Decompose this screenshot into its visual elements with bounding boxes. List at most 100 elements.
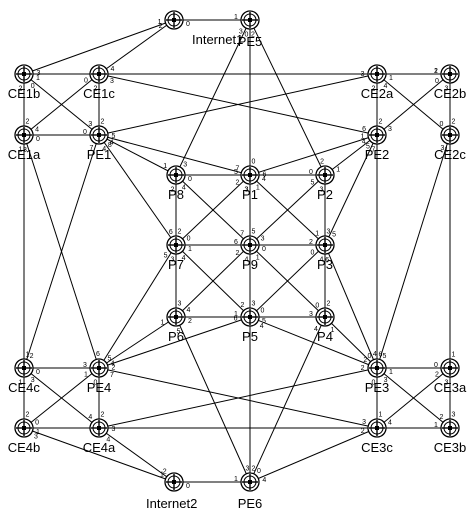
link-pe1-p1 (98, 134, 251, 176)
node-p9[interactable]: P9 (240, 235, 260, 272)
port-label: 0 (83, 129, 87, 136)
node-label: PE2 (365, 147, 390, 162)
port-label: 0 (245, 32, 249, 39)
port-label: 3 (320, 187, 324, 194)
node-p7[interactable]: P7 (166, 235, 186, 272)
node-label: CE4b (8, 440, 41, 455)
node-pe5[interactable]: PE5 (238, 10, 263, 49)
node-pe6[interactable]: PE6 (238, 472, 263, 511)
port-label: 0 (36, 369, 40, 376)
port-label: 0 (187, 235, 191, 242)
port-label: 3 (246, 465, 250, 472)
node-ce2a[interactable]: CE2a (361, 64, 394, 101)
port-label: 3 (362, 419, 366, 426)
node-ce3c[interactable]: CE3c (361, 418, 393, 455)
node-p2[interactable]: P2 (315, 165, 335, 202)
node-ce1c[interactable]: CE1c (83, 64, 115, 101)
link-p4-pe6 (249, 316, 326, 483)
node-p4[interactable]: P4 (315, 307, 335, 344)
port-label: 3 (441, 145, 445, 152)
port-label: 5 (383, 353, 387, 360)
link-p7-pe4 (98, 244, 177, 369)
node-p5[interactable]: P5 (240, 307, 260, 344)
node-internet1[interactable]: Internet1 (164, 10, 243, 47)
port-label: 3 (178, 301, 182, 308)
router-icon (440, 418, 460, 438)
link-pe3-ce4a (98, 367, 378, 429)
port-label: 4 (320, 257, 324, 264)
node-pe2[interactable]: PE2 (365, 125, 390, 162)
port-label: 5 (164, 253, 168, 260)
node-internet2[interactable]: Internet2 (146, 472, 197, 511)
port-label: 4 (373, 351, 377, 358)
port-label: 2 (434, 68, 438, 75)
port-label: 2 (26, 119, 30, 126)
node-ce3b[interactable]: CE3b (434, 418, 467, 455)
port-label: 0 (368, 353, 372, 360)
port-label: 5 (310, 180, 314, 187)
port-label: 0 (186, 483, 190, 490)
node-p8[interactable]: P8 (166, 165, 186, 202)
port-label: 7 (89, 145, 93, 152)
port-label: 1 (158, 19, 162, 26)
port-label: 5 (332, 231, 336, 238)
port-label: 4 (245, 257, 249, 264)
port-label: 3 (23, 147, 27, 154)
link-pe2-p2 (324, 134, 378, 176)
port-label: 1 (234, 476, 238, 483)
port-label: 0 (186, 21, 190, 28)
port-label: 1 (188, 246, 192, 253)
node-label: PE3 (365, 380, 390, 395)
node-label: CE1c (83, 86, 115, 101)
port-label: 3 (245, 187, 249, 194)
node-label: CE4a (83, 440, 116, 455)
port-label: 2 (94, 86, 98, 93)
node-pe3[interactable]: PE3 (365, 358, 390, 395)
port-label: 3 (452, 412, 456, 419)
port-label: 4 (384, 83, 388, 90)
port-label: 1 (160, 472, 164, 479)
node-ce3a[interactable]: CE3a (434, 358, 467, 395)
node-pe1[interactable]: PE1 (87, 125, 112, 162)
port-label: 2 (188, 318, 192, 325)
router-icon (315, 307, 335, 327)
link-pe1-p8 (98, 134, 177, 176)
port-label: 2 (361, 428, 365, 435)
node-ce4a[interactable]: CE4a (83, 418, 116, 455)
port-label: 3 (111, 426, 115, 433)
node-ce2c[interactable]: CE2c (434, 125, 466, 162)
port-label: 2 (452, 119, 456, 126)
port-label: 2 (372, 86, 376, 93)
port-label: 0 (315, 302, 319, 309)
node-p6[interactable]: P6 (166, 307, 186, 344)
node-label: PE6 (238, 496, 263, 511)
port-label: 2 (163, 469, 167, 476)
link-pe1-p7 (98, 134, 177, 246)
node-ce2b[interactable]: CE2b (434, 64, 467, 101)
port-label: 2 (309, 239, 313, 246)
router-icon (367, 418, 387, 438)
node-p3[interactable]: P3 (315, 235, 335, 272)
node-ce4b[interactable]: CE4b (8, 418, 41, 455)
node-ce1b[interactable]: CE1b (8, 64, 41, 101)
node-ce1a[interactable]: CE1a (8, 125, 41, 162)
port-label: 6 (325, 257, 329, 264)
node-label: CE1a (8, 147, 41, 162)
port-label: 6 (96, 351, 100, 358)
port-label: 0 (440, 121, 444, 128)
node-ce4c[interactable]: CE4c (8, 358, 40, 395)
port-label: 4 (106, 437, 110, 444)
link-ce2c-pe3 (376, 134, 451, 369)
node-p1[interactable]: P1 (240, 165, 260, 202)
port-label: 2 (101, 119, 105, 126)
port-label: 4 (314, 326, 318, 333)
port-label: 4 (102, 146, 106, 153)
node-pe4[interactable]: PE4 (87, 358, 112, 395)
port-label: 3 (327, 229, 331, 236)
port-label: 4 (182, 185, 186, 192)
port-label: 8 (108, 142, 112, 149)
port-label: 1 (379, 412, 383, 419)
port-label: 3 (31, 377, 35, 384)
port-label: 3 (245, 187, 249, 194)
